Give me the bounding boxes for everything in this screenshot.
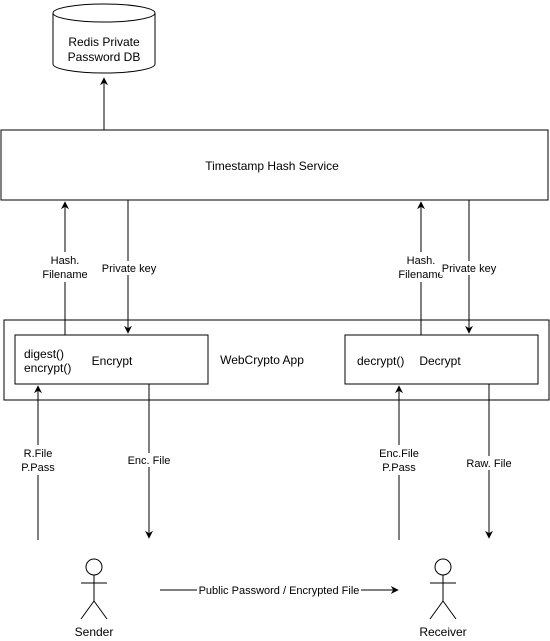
- enc-file-label-bg: [124, 453, 176, 467]
- hash-service-node: Timestamp Hash Service: [0, 129, 549, 201]
- raw-file-label-bg: [463, 456, 515, 470]
- decrypt-label: Decrypt: [419, 354, 461, 368]
- receiver-input-label-line1: Enc.File: [379, 448, 419, 460]
- encrypt-fn-digest: digest(): [24, 347, 64, 361]
- decrypt-hash-label-bg: [395, 252, 447, 282]
- encrypted-file-label: Enc. File: [128, 455, 171, 467]
- encrypt-private-key-label: Private key: [102, 263, 157, 275]
- sender-actor-icon: [80, 558, 108, 620]
- redis-db-node: Redis Private Password DB: [52, 3, 156, 74]
- encrypt-node: digest() encrypt() Encrypt: [14, 334, 209, 385]
- hash-service-label: Timestamp Hash Service: [205, 159, 339, 173]
- encrypt-hash-label-line2: Filename: [42, 269, 87, 281]
- encrypt-hash-label-bg: [38, 252, 90, 282]
- public-channel-label: Public Password / Encrypted File: [199, 585, 360, 597]
- receiver-label: Receiver: [419, 625, 466, 639]
- raw-file-label: Raw. File: [466, 458, 511, 470]
- sender-input-label-bg: [16, 445, 60, 475]
- decrypt-node: decrypt() Decrypt: [344, 334, 539, 385]
- public-channel-label-bg: [197, 582, 361, 597]
- decrypt-hash-label-line2: Filename: [398, 269, 443, 281]
- encrypt-label: Encrypt: [92, 354, 133, 368]
- receiver-input-label-bg: [373, 445, 425, 475]
- sender-input-label-line2: P.Pass: [21, 462, 55, 474]
- sender-label: Sender: [75, 625, 114, 639]
- db-label-line1: Redis Private: [68, 35, 140, 49]
- encrypt-hash-label-line1: Hash.: [51, 255, 80, 267]
- sender-input-label-line1: R.File: [24, 448, 53, 460]
- receiver-input-label-line2: P.Pass: [382, 462, 416, 474]
- decrypt-fn: decrypt(): [357, 354, 404, 368]
- webcrypto-app-label: WebCrypto App: [220, 353, 304, 367]
- db-label-line2: Password DB: [68, 50, 141, 64]
- encrypt-fn-encrypt: encrypt(): [24, 361, 71, 375]
- encrypt-key-label-bg: [100, 261, 158, 275]
- decrypt-private-key-label: Private key: [442, 263, 497, 275]
- receiver-actor-icon: [429, 558, 457, 620]
- decrypt-key-label-bg: [440, 261, 498, 275]
- decrypt-hash-label-line1: Hash.: [407, 255, 436, 267]
